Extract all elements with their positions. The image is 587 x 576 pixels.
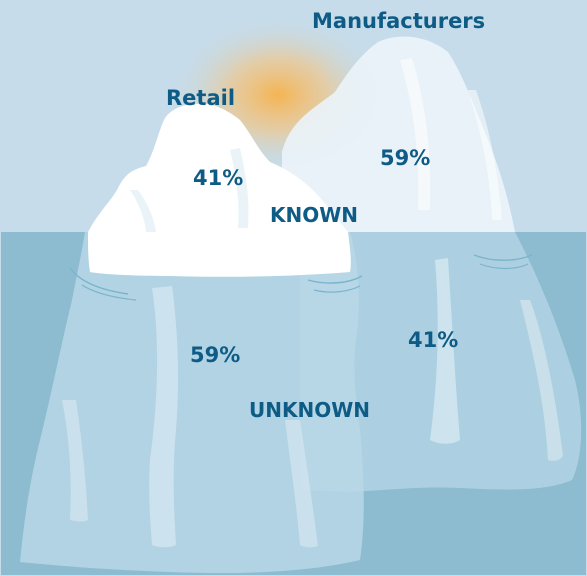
unknown-label: UNKNOWN <box>249 398 371 422</box>
manufacturers-iceberg <box>282 36 582 492</box>
manufacturers-known-percent: 59% <box>380 146 431 170</box>
retail-label: Retail <box>166 86 236 110</box>
manufacturers-unknown-percent: 41% <box>408 328 459 352</box>
retail-unknown-percent: 59% <box>190 343 241 367</box>
manufacturers-label: Manufacturers <box>312 9 486 33</box>
known-label: KNOWN <box>270 203 359 227</box>
retail-known-percent: 41% <box>193 166 244 190</box>
retail-iceberg <box>20 103 364 574</box>
